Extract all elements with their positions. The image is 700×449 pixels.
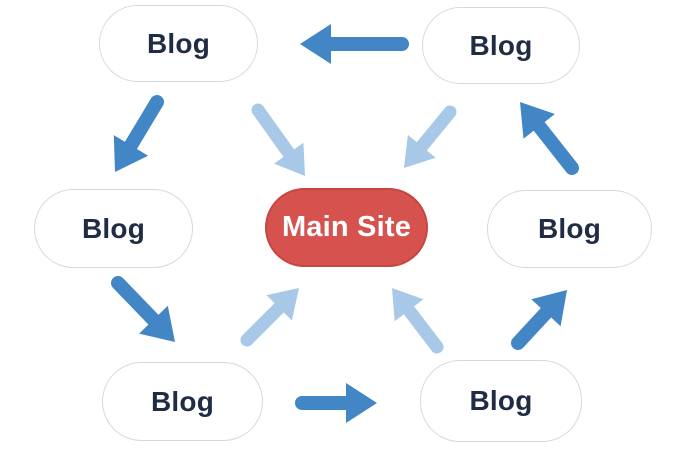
inbound-arrow-top_left-to-main — [251, 103, 305, 176]
blog-node-mid-right: Blog — [487, 190, 652, 268]
ring-arrow-bottom_right-to-mid_right — [511, 290, 567, 350]
blog-node-label: Blog — [537, 213, 601, 244]
ring-arrow-mid_right-to-top_right — [520, 102, 579, 175]
ring-arrow-bottom_left-to-bottom_right — [295, 383, 377, 423]
inbound-arrow-bottom_right-to-main — [392, 288, 444, 354]
blog-node-label: Blog — [81, 212, 145, 244]
blog-node-label: Blog — [469, 385, 533, 416]
inbound-arrow-bottom_left-to-main — [240, 288, 299, 347]
ring-arrow-top_left-to-mid_left — [113, 95, 164, 172]
blog-node-top-left: Blog — [99, 5, 258, 82]
blog-node-label: Blog — [146, 27, 210, 59]
ring-arrow-mid_left-to-bottom_left — [111, 276, 175, 342]
blog-node-label: Blog — [150, 385, 214, 417]
blog-node-mid-left: Blog — [34, 189, 193, 268]
blog-node-top-right: Blog — [422, 7, 580, 84]
main-site-node: Main Site — [265, 188, 428, 267]
main-site-label: Main Site — [281, 211, 412, 243]
blog-node-bottom-right: Blog — [420, 360, 582, 442]
blog-node-bottom-left: Blog — [102, 362, 263, 441]
inbound-arrow-top_right-to-main — [404, 105, 457, 168]
blog-node-label: Blog — [469, 29, 533, 61]
ring-arrow-top_right-to-top_left — [300, 24, 409, 64]
